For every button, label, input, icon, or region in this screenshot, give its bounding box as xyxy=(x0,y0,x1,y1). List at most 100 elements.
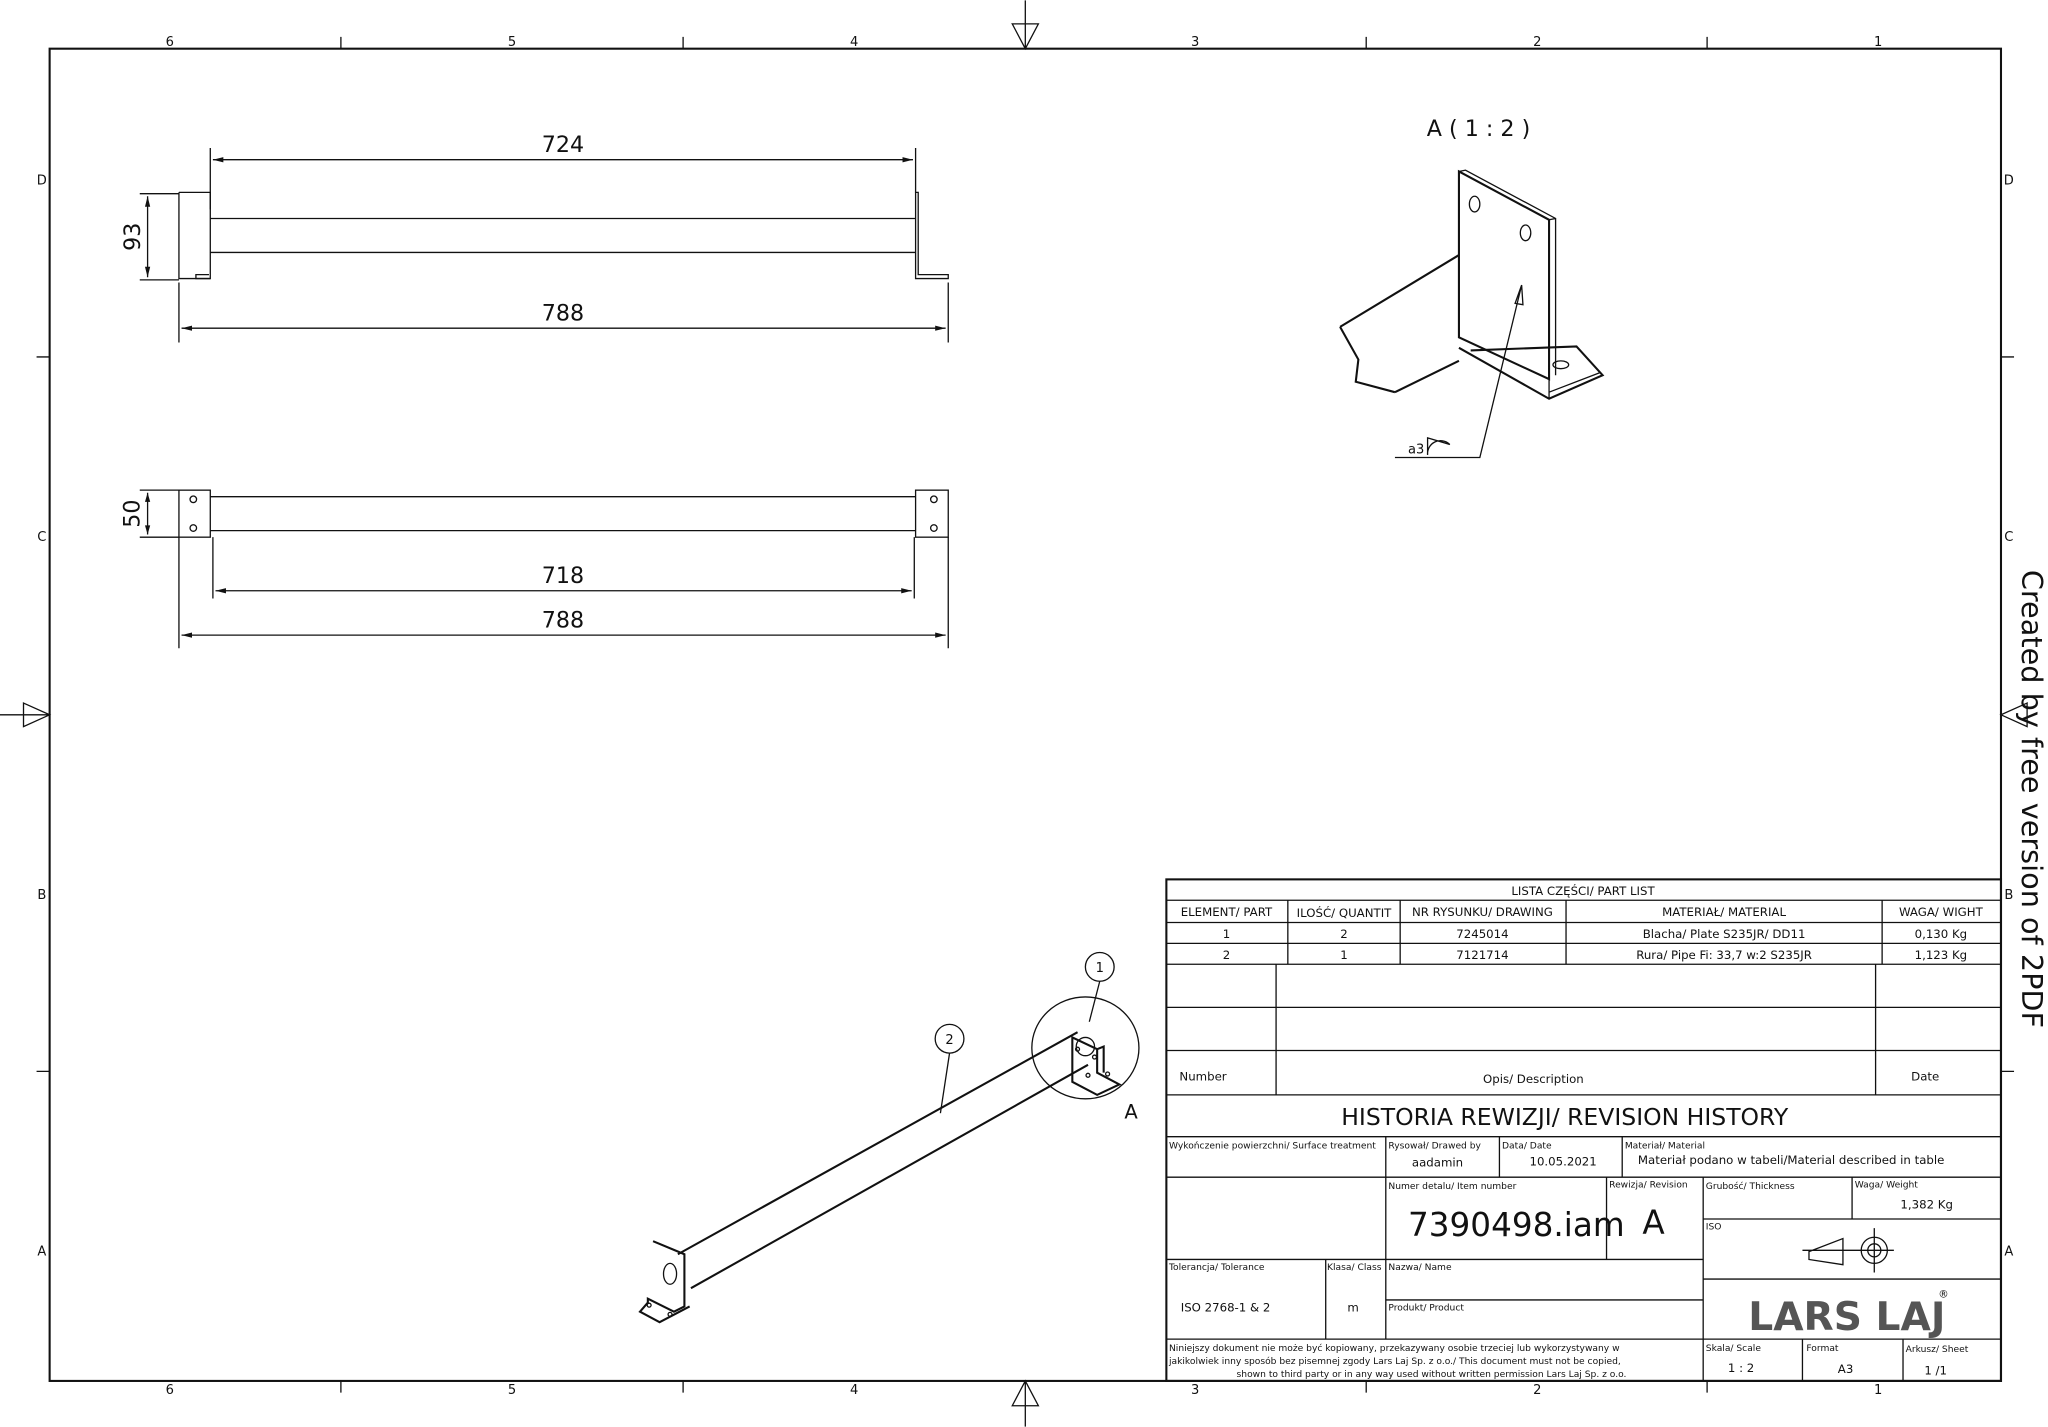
isometric-view: 1 2 A xyxy=(638,951,1140,1324)
svg-text:A: A xyxy=(37,1245,46,1260)
dim-50: 50 xyxy=(120,500,146,528)
revision-history: Number Opis/ Description Date HISTORIA R… xyxy=(1179,1070,1939,1131)
svg-text:ISO: ISO xyxy=(1706,1222,1722,1232)
svg-text:C: C xyxy=(2004,530,2013,545)
svg-text:m: m xyxy=(1347,1301,1358,1315)
svg-text:Number: Number xyxy=(1179,1070,1226,1084)
svg-text:7121714: 7121714 xyxy=(1456,948,1508,962)
svg-text:MATERIAŁ/ MATERIAL: MATERIAŁ/ MATERIAL xyxy=(1662,905,1786,919)
zone-row-labels: D C B A D C B A xyxy=(37,174,2014,1260)
svg-text:Niniejszy dokument nie może by: Niniejszy dokument nie może być kopiowan… xyxy=(1169,1343,1620,1354)
svg-text:Rewizja/ Revision: Rewizja/ Revision xyxy=(1609,1181,1688,1191)
svg-text:Skala/ Scale: Skala/ Scale xyxy=(1706,1344,1762,1354)
svg-text:Rura/ Pipe Fi: 33,7 w:2 S235JR: Rura/ Pipe Fi: 33,7 w:2 S235JR xyxy=(1636,948,1812,962)
svg-text:Produkt/ Product: Produkt/ Product xyxy=(1388,1303,1464,1313)
svg-text:1,382 Kg: 1,382 Kg xyxy=(1900,1198,1953,1212)
svg-text:7245014: 7245014 xyxy=(1456,927,1508,941)
revision-letter: A xyxy=(1642,1203,1665,1241)
svg-text:3: 3 xyxy=(1191,35,1199,50)
svg-text:D: D xyxy=(2004,174,2014,189)
watermark: Created by free version of 2PDF xyxy=(2015,570,2048,1028)
balloon-2: 2 xyxy=(945,1033,953,1048)
balloon-1: 1 xyxy=(1096,961,1104,976)
svg-text:2: 2 xyxy=(1223,948,1230,962)
svg-text:WAGA/ WIGHT: WAGA/ WIGHT xyxy=(1899,905,1984,919)
svg-text:Waga/ Weight: Waga/ Weight xyxy=(1855,1181,1919,1191)
top-view: 724 788 93 xyxy=(120,132,949,343)
svg-text:A: A xyxy=(2004,1245,2013,1260)
dim-93: 93 xyxy=(120,223,146,251)
svg-text:Tolerancja/ Tolerance: Tolerancja/ Tolerance xyxy=(1168,1263,1265,1273)
detail-title: A ( 1 : 2 ) xyxy=(1427,116,1530,142)
title-fields: Wykończenie powierzchni/ Surface treatme… xyxy=(1168,1141,1969,1380)
svg-text:Format: Format xyxy=(1806,1344,1839,1354)
weld-symbol: a3 xyxy=(1408,443,1424,458)
svg-text:1: 1 xyxy=(1340,948,1347,962)
svg-text:Numer detalu/ Item number: Numer detalu/ Item number xyxy=(1388,1182,1516,1192)
svg-text:D: D xyxy=(37,174,47,189)
svg-text:10.05.2021: 10.05.2021 xyxy=(1529,1154,1596,1168)
svg-text:Opis/ Description: Opis/ Description xyxy=(1483,1072,1584,1086)
part-list: LISTA CZĘŚCI/ PART LIST ELEMENT/ PART ILO… xyxy=(1181,883,1984,962)
svg-text:0,130 Kg: 0,130 Kg xyxy=(1915,927,1968,941)
center-mark-top xyxy=(1011,0,1040,51)
detail-callout: A xyxy=(1124,1100,1138,1123)
svg-text:B: B xyxy=(2004,888,2013,903)
revision-history-title: HISTORIA REWIZJI/ REVISION HISTORY xyxy=(1341,1103,1789,1131)
svg-text:Rysował/ Drawed by: Rysował/ Drawed by xyxy=(1388,1141,1481,1151)
center-mark-bottom xyxy=(1011,1379,1040,1427)
svg-text:2: 2 xyxy=(1533,35,1541,50)
detail-view-a: A ( 1 : 2 ) a3 xyxy=(1339,116,1605,459)
svg-text:2: 2 xyxy=(1533,1383,1541,1398)
registered-mark-icon: ® xyxy=(1938,1288,1948,1300)
svg-text:4: 4 xyxy=(850,1383,858,1398)
dim-788-top: 788 xyxy=(542,300,584,326)
svg-text:1: 1 xyxy=(1223,927,1230,941)
svg-text:Blacha/ Plate S235JR/ DD11: Blacha/ Plate S235JR/ DD11 xyxy=(1643,927,1806,941)
svg-text:2: 2 xyxy=(1340,927,1347,941)
dim-724: 724 xyxy=(542,132,584,158)
svg-text:Nazwa/ Name: Nazwa/ Name xyxy=(1388,1263,1452,1273)
item-number: 7390498.iam xyxy=(1408,1206,1625,1244)
svg-text:Arkusz/ Sheet: Arkusz/ Sheet xyxy=(1906,1345,1969,1355)
svg-text:ELEMENT/ PART: ELEMENT/ PART xyxy=(1181,905,1273,919)
svg-text:Materiał podano w tabeli/Mater: Materiał podano w tabeli/Material descri… xyxy=(1638,1153,1944,1167)
svg-text:C: C xyxy=(37,530,46,545)
svg-text:6: 6 xyxy=(166,35,174,50)
svg-text:4: 4 xyxy=(850,35,858,50)
center-mark-right xyxy=(1999,702,2028,728)
dim-718: 718 xyxy=(542,563,584,589)
svg-text:Materiał/ Material: Materiał/ Material xyxy=(1625,1141,1705,1151)
front-view: 718 788 50 xyxy=(120,489,949,649)
svg-text:1,123 Kg: 1,123 Kg xyxy=(1915,948,1968,962)
svg-text:1: 1 xyxy=(1874,1383,1882,1398)
svg-text:Date: Date xyxy=(1911,1070,1939,1084)
lars-laj-logo: LARS LAJ xyxy=(1748,1295,1945,1340)
svg-text:B: B xyxy=(37,888,46,903)
svg-text:1: 1 xyxy=(1874,35,1882,50)
svg-text:ISO 2768-1 & 2: ISO 2768-1 & 2 xyxy=(1181,1301,1271,1315)
svg-text:aadamin: aadamin xyxy=(1412,1156,1463,1170)
title-block xyxy=(1165,878,2003,1382)
svg-text:1 : 2: 1 : 2 xyxy=(1728,1361,1754,1375)
svg-text:LISTA CZĘŚCI/ PART LIST: LISTA CZĘŚCI/ PART LIST xyxy=(1511,883,1655,898)
svg-text:ILOŚĆ/ QUANTIT: ILOŚĆ/ QUANTIT xyxy=(1297,905,1393,920)
projection-symbol-icon xyxy=(1802,1228,1894,1273)
svg-text:5: 5 xyxy=(508,35,516,50)
svg-text:jakikolwiek inny sposób bez pi: jakikolwiek inny sposób bez pisemnej zgo… xyxy=(1168,1356,1621,1367)
svg-text:1 /1: 1 /1 xyxy=(1924,1363,1947,1377)
svg-text:Data/ Date: Data/ Date xyxy=(1502,1141,1552,1151)
svg-text:NR RYSUNKU/ DRAWING: NR RYSUNKU/ DRAWING xyxy=(1412,905,1553,919)
svg-text:5: 5 xyxy=(508,1383,516,1398)
center-mark-left xyxy=(0,702,52,728)
svg-text:Klasa/ Class: Klasa/ Class xyxy=(1327,1263,1382,1273)
svg-text:6: 6 xyxy=(166,1383,174,1398)
svg-text:Wykończenie powierzchni/ Surfa: Wykończenie powierzchni/ Surface treatme… xyxy=(1169,1141,1376,1151)
svg-text:Grubość/ Thickness: Grubość/ Thickness xyxy=(1706,1181,1795,1192)
svg-text:A3: A3 xyxy=(1838,1362,1854,1376)
part-row: 2 1 7121714 Rura/ Pipe Fi: 33,7 w:2 S235JR 1… xyxy=(1223,948,1967,962)
dim-788-front: 788 xyxy=(542,607,584,633)
